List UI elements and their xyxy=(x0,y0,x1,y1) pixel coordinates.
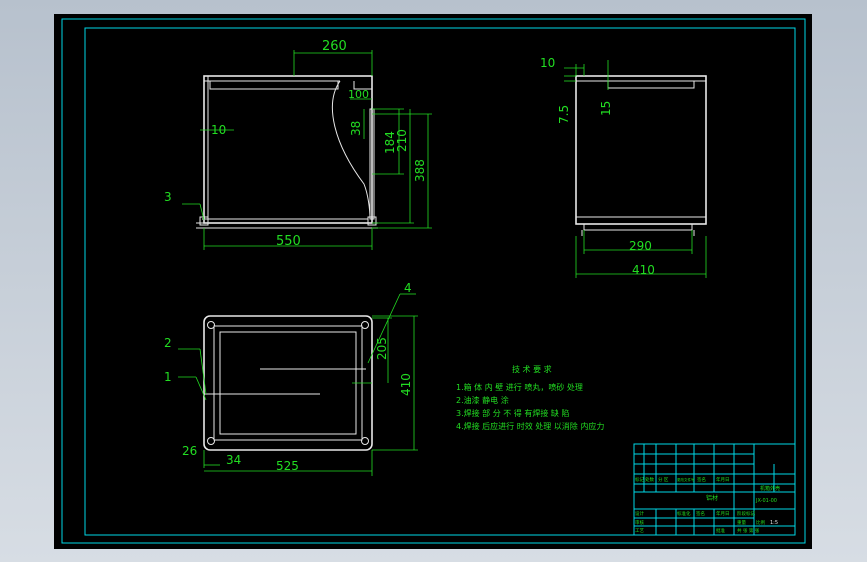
tb-scale: 1:5 xyxy=(770,520,778,526)
dim-15: 15 xyxy=(599,101,613,116)
tb-col-change: 更改文件号 xyxy=(677,477,695,482)
side-top-rail xyxy=(607,80,695,89)
dim-100: 100 xyxy=(348,88,369,101)
front-body xyxy=(203,75,373,224)
dim-550: 550 xyxy=(276,234,301,249)
part-label-10: 10 xyxy=(211,123,226,137)
inner-frame xyxy=(84,27,796,536)
tb-sheet-info: 共 张 第 张 xyxy=(737,527,760,534)
break-line xyxy=(332,80,371,220)
dim-184: 184 xyxy=(383,131,397,154)
tb-role-standard: 标准化 xyxy=(677,510,691,517)
tb-label-sign: 签名 xyxy=(696,510,705,517)
dim-260: 260 xyxy=(322,39,347,54)
side-body xyxy=(575,75,707,225)
dim-410-side: 410 xyxy=(632,263,655,277)
tb-label-date: 年月日 xyxy=(716,510,730,517)
tb-material: 铝材 xyxy=(706,494,718,502)
dim-26: 26 xyxy=(182,444,197,458)
note-line-1: 1.箱 体 内 壁 进行 喷丸，喷砂 处理 xyxy=(456,382,583,392)
dim-7-5: 7.5 xyxy=(557,105,571,124)
part-label-2: 2 xyxy=(164,336,172,350)
dim-34: 34 xyxy=(226,453,241,467)
side-view: 10 7.5 15 290 410 xyxy=(540,56,707,278)
note-line-4: 4.焊接 后应进行 时效 处理 以消除 内应力 xyxy=(456,421,604,431)
top-body xyxy=(203,315,373,451)
outer-frame xyxy=(61,18,806,544)
dim-290: 290 xyxy=(629,239,652,253)
dim-525: 525 xyxy=(276,459,299,473)
dim-388: 388 xyxy=(413,159,427,182)
top-view: 4 205 410 2 1 26 34 525 xyxy=(164,281,418,476)
tb-weight: 重量 xyxy=(737,519,746,526)
notes-title: 技 术 要 求 xyxy=(512,364,552,374)
tb-col-mark: 标记 xyxy=(635,476,644,483)
tb-role-process: 工艺 xyxy=(635,528,644,534)
front-top-rail xyxy=(209,80,339,90)
note-line-2: 2.油漆 静电 涂 xyxy=(456,395,509,405)
dim-210: 210 xyxy=(395,129,409,152)
tb-scale-label: 比例 xyxy=(756,519,765,526)
technical-notes: 技 术 要 求 1.箱 体 内 壁 进行 喷丸，喷砂 处理 2.油漆 静电 涂 … xyxy=(456,364,604,431)
tb-role-check: 审核 xyxy=(635,519,644,526)
drawing-sheet: 260 100 38 184 210 388 550 10 3 xyxy=(54,14,812,549)
dim-38: 38 xyxy=(349,121,363,136)
tb-col-date: 年月日 xyxy=(716,476,730,483)
part-label-4: 4 xyxy=(404,281,412,295)
dim-10: 10 xyxy=(540,56,555,70)
front-view: 260 100 38 184 210 388 550 10 3 xyxy=(164,39,432,250)
dim-410-top: 410 xyxy=(399,373,413,396)
tb-col-zone: 分 区 xyxy=(658,476,669,483)
tb-stage: 阶段标记 xyxy=(737,510,755,517)
drawing-svg: 260 100 38 184 210 388 550 10 3 xyxy=(61,18,806,544)
part-label-1: 1 xyxy=(164,370,172,384)
tb-label-approve: 批准 xyxy=(716,527,725,534)
note-line-3: 3.焊接 部 分 不 得 有焊接 缺 陷 xyxy=(456,408,569,418)
tb-drawing-no: JX-01-00 xyxy=(755,498,777,504)
tb-role-design: 设计 xyxy=(635,510,644,517)
title-block: 标记 处数 分 区 更改文件号 签名 年月日 设计 审核 工艺 标准化 签名 年… xyxy=(633,443,796,536)
tb-part-name: 机箱外壳 xyxy=(760,485,780,492)
part-label-3: 3 xyxy=(164,190,172,204)
tb-col-count: 处数 xyxy=(645,476,654,483)
dim-205: 205 xyxy=(375,337,389,360)
tb-col-sign: 签名 xyxy=(697,476,706,483)
